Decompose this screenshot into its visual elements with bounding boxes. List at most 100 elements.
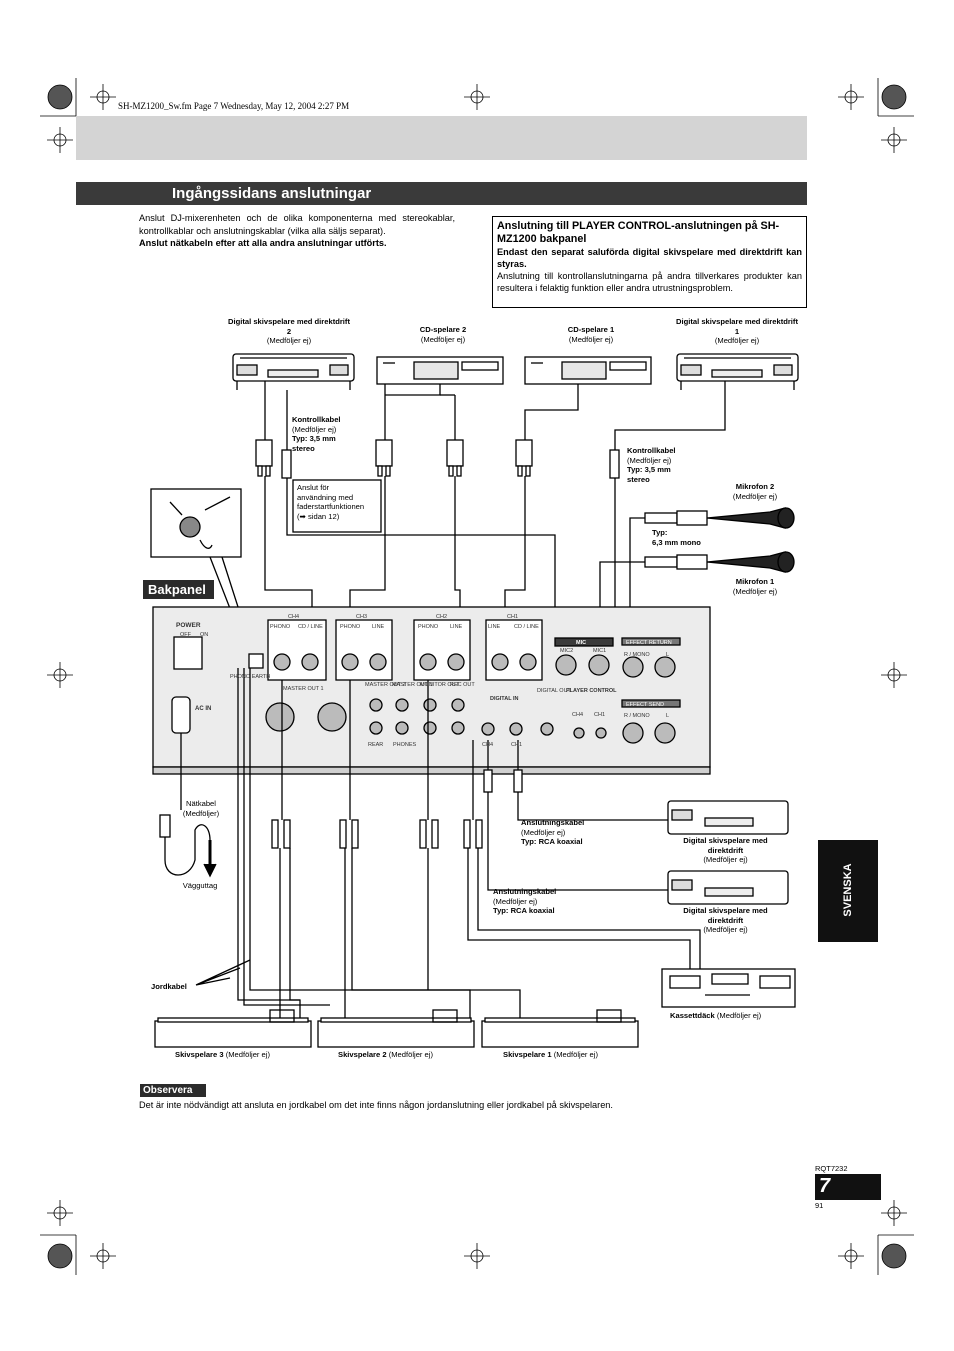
- panel-cdline-ch1: CD / LINE: [514, 624, 539, 630]
- label-name: Kontrollkabel: [627, 446, 676, 455]
- back-panel-drawing: [152, 606, 711, 775]
- panel-off: OFF: [180, 632, 192, 638]
- bottom-turntable-1-icon: [481, 1009, 639, 1048]
- page-number: 7: [819, 1175, 831, 1197]
- turntable-2-label: Skivspelare 2 (Medföljer ej): [338, 1050, 433, 1060]
- panel-digital-out: DIGITAL OUT: [537, 688, 572, 694]
- mic-name: Mikrofon 1: [735, 577, 775, 586]
- panel-master-out1: MASTER OUT 1: [283, 686, 324, 692]
- device-note: (Medföljer ej): [568, 334, 614, 344]
- device-label-dj-turntable-1: Digital skivspelare med direktdrift 1 (M…: [674, 317, 800, 346]
- note-box-bold: Endast den separat saluförda digital ski…: [497, 247, 802, 269]
- mic-type-1: Typ:: [652, 528, 668, 537]
- fader-line-4: (➡ sidan 12): [297, 511, 340, 521]
- back-panel-label: Bakpanel: [143, 580, 214, 599]
- device-name: CD-spelare 2: [419, 325, 467, 334]
- fader-start-note: Anslut för användning med faderstartfunk…: [297, 483, 364, 521]
- panel-phono-ch3: PHONO: [340, 624, 361, 630]
- panel-phones: PHONES: [393, 742, 417, 748]
- cassette-note: (Medföljer ej): [716, 1011, 762, 1020]
- device-note: (Medföljer ej): [714, 336, 760, 345]
- panel-mic: MIC: [576, 640, 586, 646]
- power-cable-note: (Medföljer): [182, 808, 220, 818]
- page-sub-number: 91: [815, 1201, 824, 1210]
- turntable-note: (Medföljer ej): [703, 925, 748, 934]
- right-turntable-2-label: Digital skivspelare med direktdrift (Med…: [668, 906, 783, 935]
- file-info-header: SH-MZ1200_Sw.fm Page 7 Wednesday, May 12…: [118, 101, 350, 111]
- panel-pc-ch1: CH1: [594, 712, 605, 718]
- ground-cable-label: Jordkabel: [151, 982, 187, 991]
- coax-type: Typ: RCA koaxial: [521, 837, 583, 846]
- panel-ch2: CH2: [436, 614, 447, 620]
- coax-cable-1-label: Anslutningskabel (Medföljer ej) Typ: RCA…: [521, 818, 584, 847]
- turntable-name: Skivspelare 1: [503, 1050, 552, 1059]
- bottom-turntable-2-icon: [317, 1009, 475, 1048]
- page-number-box: 7: [815, 1174, 881, 1200]
- panel-r-mono-return: R / MONO: [624, 652, 650, 658]
- turntable-3-label: Skivspelare 3 (Medföljer ej): [175, 1050, 270, 1060]
- panel-ch4: CH4: [288, 614, 299, 620]
- bottom-turntable-3-icon: [154, 1009, 312, 1048]
- panel-dig-ch1: CH1: [511, 742, 522, 748]
- top-gray-band: [76, 116, 807, 160]
- right-turntable-1-label: Digital skivspelare med direktdrift (Med…: [668, 836, 783, 865]
- coax-note: (Medföljer ej): [521, 827, 566, 837]
- label-note: (Medföljer ej): [627, 455, 672, 465]
- right-turntable-1-icon: [667, 800, 789, 835]
- panel-pc-ch4: CH4: [572, 712, 583, 718]
- device-name: Digital skivspelare med direktdrift 2: [228, 317, 350, 336]
- turntable-name: Digital skivspelare med direktdrift: [683, 836, 768, 855]
- language-side-tab: SVENSKA: [818, 840, 878, 942]
- coax-note: (Medföljer ej): [493, 896, 538, 906]
- observe-label: Observera: [140, 1084, 206, 1097]
- cassette-label: Kassettdäck (Medföljer ej): [670, 1011, 761, 1021]
- fader-line-1: Anslut för: [297, 483, 330, 492]
- turntable-note: (Medföljer ej): [388, 1050, 433, 1059]
- mic-2-label: Mikrofon 2 (Medföljer ej): [720, 482, 790, 501]
- device-note: (Medföljer ej): [420, 334, 466, 344]
- mic-note: (Medföljer ej): [732, 491, 778, 501]
- fader-line-2: användning med: [297, 492, 354, 502]
- dj-turntable-1-icon: [676, 353, 799, 390]
- turntable-note: (Medföljer ej): [703, 855, 748, 864]
- coax-name: Anslutningskabel: [521, 818, 585, 827]
- mic-type-2: 6,3 mm mono: [652, 537, 701, 547]
- device-name: CD-spelare 1: [567, 325, 615, 334]
- mic-2-icon: [644, 507, 795, 529]
- panel-effect-send: EFFECT SEND: [626, 702, 664, 708]
- observe-text: Det är inte nödvändigt att ansluta en jo…: [139, 1100, 613, 1110]
- label-type: Typ: 3,5 mm stereo: [627, 465, 671, 484]
- section-title: Ingångssidans anslutningar: [172, 185, 372, 202]
- panel-l-return: L: [666, 652, 669, 658]
- section-title-bar: Ingångssidans anslutningar: [76, 182, 807, 205]
- device-label-cd-player-1: CD-spelare 1 (Medföljer ej): [541, 325, 641, 344]
- fader-line-3: faderstartfunktionen: [297, 502, 365, 511]
- panel-power: POWER: [176, 622, 201, 629]
- panel-monitor-out: MONITOR OUT: [420, 682, 460, 688]
- intro-text: Anslut DJ-mixerenheten och de olika komp…: [139, 212, 455, 250]
- panel-l-send: L: [666, 713, 669, 719]
- intro-bold-note: Anslut nätkabeln efter att alla andra an…: [139, 238, 387, 249]
- panel-effect-return: EFFECT RETURN: [626, 640, 672, 646]
- note-box-title: Anslutning till PLAYER CONTROL-anslutnin…: [497, 220, 780, 245]
- panel-cdline-ch4: CD / LINE: [298, 624, 323, 630]
- panel-mic2: MIC2: [560, 648, 573, 654]
- device-label-dj-turntable-2: Digital skivspelare med direktdrift 2 (M…: [226, 317, 352, 346]
- control-cable-right-label: Kontrollkabel (Medföljer ej) Typ: 3,5 mm…: [627, 446, 689, 484]
- panel-ac-in: AC IN: [195, 706, 211, 712]
- panel-rec-out: REC OUT: [450, 682, 475, 688]
- turntable-name: Skivspelare 3: [175, 1050, 224, 1059]
- panel-master-out1b: MASTER OUT 1: [392, 682, 433, 688]
- mic-note: (Medföljer ej): [732, 586, 778, 596]
- panel-digital-in: DIGITAL IN: [490, 696, 519, 702]
- power-cable-label: Nätkabel (Medföljer): [176, 799, 226, 818]
- note-box-text: Anslutning till kontrollanslutningarna p…: [497, 271, 802, 293]
- wall-outlet-label: Vägguttag: [182, 881, 218, 890]
- power-cable-name: Nätkabel: [186, 799, 216, 808]
- turntable-1-label: Skivspelare 1 (Medföljer ej): [503, 1050, 598, 1060]
- coax-cable-2-label: Anslutningskabel (Medföljer ej) Typ: RCA…: [493, 887, 556, 916]
- panel-dig-ch4: CH4: [482, 742, 493, 748]
- label-type: Typ: 3,5 mm stereo: [292, 434, 336, 453]
- panel-master-out2: MASTER OUT 2: [365, 682, 406, 688]
